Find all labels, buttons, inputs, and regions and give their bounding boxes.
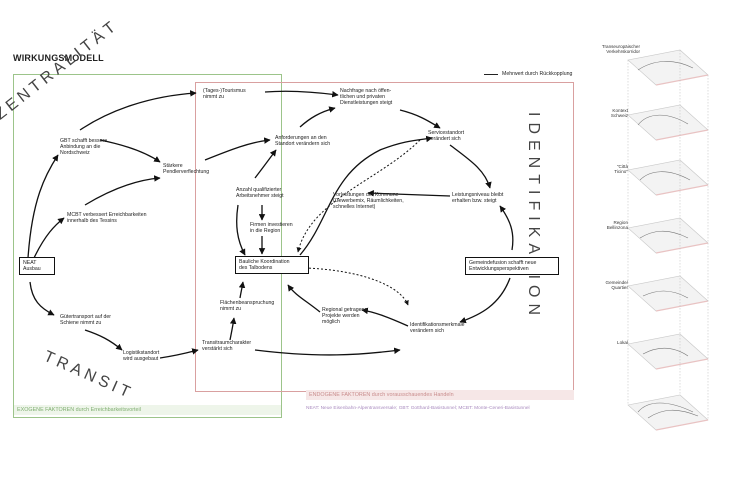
arrow-tourismus-nachfrage (264, 90, 339, 98)
arrow-baulich-dotted-right (304, 267, 409, 306)
exogen-band: EXOGENE FAKTOREN durch Erreichbarkeitsvo… (14, 405, 281, 415)
node-baulich: Bauliche Koordination des Talbodens (235, 256, 309, 275)
panel-label-gemeinde-quartier: Gemeinde/ Quartier (605, 280, 628, 291)
node-transitraum: Transitraumcharakter verstärkt sich (202, 340, 252, 353)
arrow-neat-gbt (27, 154, 59, 259)
panel-label-lokal: Lokal (617, 340, 628, 345)
legend-label: Mehrwert durch Rückkopplung (502, 71, 573, 77)
node-tourismus: (Tages-)Tourismus nimmt zu (203, 88, 246, 101)
node-firmen: Firmen investieren in die Region (250, 222, 293, 235)
panel-label-kontext-schweiz: Kontext Schweiz (610, 108, 628, 119)
arrow-identifikation-projekte (361, 307, 409, 327)
panel-label-citta-ticino: "Città Ticino" (614, 164, 628, 175)
node-nachfrage: Nachfrage nach öffen- tlichen und privat… (340, 88, 393, 107)
footnote: NEAT: Neue Eisenbahn-Alpentransversale; … (306, 406, 530, 411)
node-gbt: GBT schafft bessere Anbindung an die Nor… (60, 138, 108, 157)
exogen-frame (13, 74, 282, 418)
node-identifikation: Identifikationsmerkmale verändern sich (410, 322, 465, 335)
arrow-leistungsniveau-vorleistungen (367, 189, 451, 197)
exogen-band-label: EXOGENE FAKTOREN durch Erreichbarkeitsvo… (17, 407, 141, 413)
arrow-neat-gueter (29, 281, 55, 316)
arrow-transitraum-identifikation (254, 347, 401, 356)
arrow-projekte-baulich (287, 284, 321, 313)
node-anzahl: Anzahl qualifizierter Arbeitsnehmer stei… (236, 187, 284, 200)
arrow-baulich-service-loop (299, 135, 433, 256)
arrow-mcbt-pendler (84, 175, 161, 206)
node-pendler: Stärkere Pendlerverflechtung (163, 163, 210, 176)
arrow-anzahl-baulich-left (236, 204, 246, 256)
arrow-service-leistungsniveau (449, 144, 492, 189)
node-gemeinde: Gemeindefusion schafft neue Entwicklungs… (465, 257, 559, 276)
arrow-pendler-anforderungen (204, 137, 271, 161)
page-title: WIRKUNGSMODELL (13, 53, 104, 63)
arrow-logistik-transitraum (159, 348, 199, 359)
panel-layers (627, 49, 709, 431)
node-gueter: Gütertransport auf der Schiene nimmt zu (60, 314, 112, 327)
endogen-band: ENDOGENE FAKTOREN durch vorausschauendes… (306, 390, 574, 400)
arrow-gemeinde-leistungsniveau (499, 205, 514, 251)
arrow-nachfrage-dotted-baulich (296, 139, 421, 253)
node-leistungsniveau: Leistungsniveau bleibt erhalten bzw. ste… (452, 192, 504, 205)
arrow-neat-mcbt (33, 217, 65, 259)
node-mcbt: MCBT verbessert Erreichbarkeiten innerha… (67, 212, 147, 225)
node-vorleistungen: Vorleistungen der Kommune (Gewerbemix, R… (333, 192, 404, 211)
arrow-gueter-logistik (84, 329, 123, 351)
node-logistik: Logistikstandort wird ausgebaut (123, 350, 160, 363)
scale-panels: Transeuropäischer Verkehrskorridor (588, 40, 750, 500)
arrow-anforderungen-nachfrage (299, 106, 336, 128)
node-anforderungen: Anforderungen an den Standort verändern … (275, 135, 331, 148)
arrow-nachfrage-service (399, 109, 441, 129)
arrow-transitraum-flaechen (229, 317, 237, 341)
node-flaechen: Flächenbeanspruchung nimmt zu (220, 300, 275, 313)
legend-line (484, 74, 498, 75)
label-identifikation: IDENTIFIKATION (525, 112, 542, 322)
arrow-flaechen-baulich (238, 281, 246, 299)
node-projekte: Regional getragene Projekte werden mögli… (322, 307, 368, 326)
arrow-anzahl-anforderungen (254, 149, 277, 179)
arrow-gemeinde-identifikation (459, 277, 511, 324)
arrow-gbt-pendler (99, 139, 161, 163)
node-service: Servicestandort verändert sich (428, 130, 465, 143)
panel-label-region-bellinzona: Region Bellinzona (606, 220, 628, 231)
arrow-gbt-tourismus (79, 90, 197, 131)
panel-label-transeuropaeisch: Transeuropäischer Verkehrskorridor (601, 44, 640, 55)
endogen-band-label: ENDOGENE FAKTOREN durch vorausschauendes… (309, 392, 454, 398)
node-neat: NEAT Ausbau (19, 257, 55, 276)
